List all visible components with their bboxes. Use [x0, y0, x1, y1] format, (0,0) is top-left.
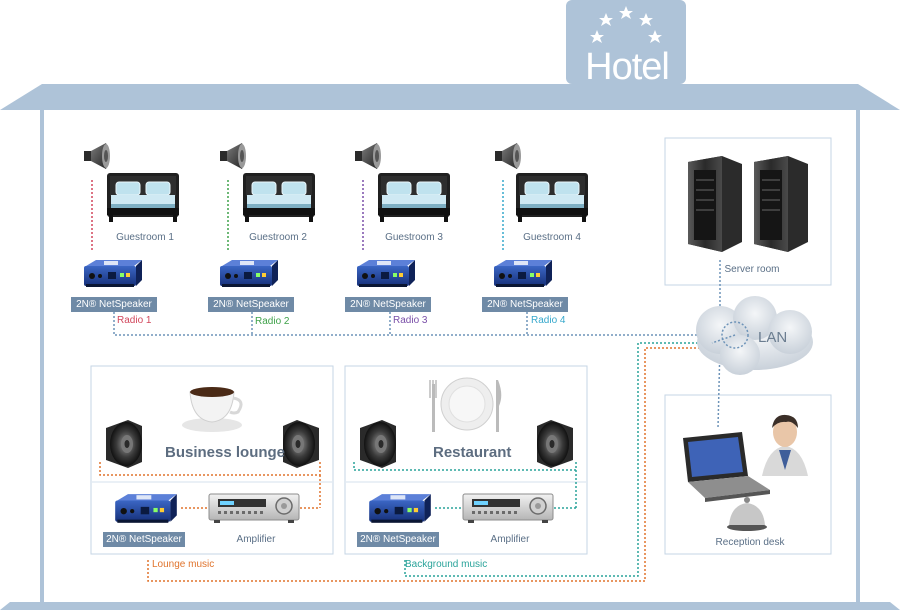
laptop-icon — [683, 432, 770, 502]
netspeaker-device-icon — [220, 260, 278, 287]
lan-cloud-icon — [696, 296, 813, 375]
netspeaker-device-icon — [369, 494, 431, 523]
radio-1-label: Radio 1 — [117, 315, 152, 326]
bed-icon — [242, 172, 316, 223]
netspeaker-label: 2N® NetSpeaker — [345, 297, 431, 312]
background-music-label: Background music — [405, 559, 488, 570]
server-rack-icon — [688, 156, 742, 252]
server-rack-icon — [754, 156, 808, 252]
lounge-amplifier-label: Amplifier — [236, 534, 276, 545]
lounge-netspeaker-label: 2N® NetSpeaker — [103, 532, 185, 547]
speaker-icon — [495, 143, 521, 169]
right-wall — [856, 110, 860, 604]
amplifier-icon — [208, 493, 300, 524]
lan-label: LAN — [758, 329, 788, 346]
loudspeaker-icon — [106, 420, 142, 468]
bell-icon — [727, 497, 767, 531]
server-room-label: Server room — [724, 264, 780, 275]
netspeaker-label: 2N® NetSpeaker — [482, 297, 568, 312]
guestroom-1-label: Guestroom 1 — [116, 232, 174, 243]
speaker-icon — [84, 143, 110, 169]
coffee-cup-icon — [182, 387, 243, 432]
lounge-music-label: Lounge music — [152, 559, 215, 570]
bed-icon — [106, 172, 180, 223]
star-icon — [648, 30, 662, 43]
restaurant-speaker-wire — [353, 462, 577, 471]
bed-icon — [377, 172, 451, 223]
hotel-title: Hotel — [585, 46, 670, 88]
star-icon — [619, 6, 633, 19]
receptionist-icon — [762, 414, 808, 476]
restaurant-title: Restaurant — [433, 444, 512, 461]
plate-icon — [429, 377, 502, 432]
floor — [0, 602, 900, 610]
left-wall — [40, 110, 44, 604]
roof — [0, 84, 900, 110]
amplifier-icon — [462, 493, 554, 524]
guestroom-4-label: Guestroom 4 — [523, 232, 581, 243]
star-rating — [590, 6, 662, 43]
guestroom-3-label: Guestroom 3 — [385, 232, 443, 243]
netspeaker-device-icon — [357, 260, 415, 287]
star-icon — [599, 13, 613, 26]
speaker-icon — [355, 143, 381, 169]
restaurant-netspeaker-label: 2N® NetSpeaker — [357, 532, 439, 547]
netspeaker-label: 2N® NetSpeaker — [71, 297, 157, 312]
radio-3-label: Radio 3 — [393, 315, 428, 326]
netspeaker-device-icon — [494, 260, 552, 287]
radio-4-label: Radio 4 — [531, 315, 566, 326]
background-music-wire — [404, 342, 712, 577]
star-icon — [639, 13, 653, 26]
netspeaker-label: 2N® NetSpeaker — [208, 297, 294, 312]
bed-icon — [515, 172, 589, 223]
guestroom-2-label: Guestroom 2 — [249, 232, 307, 243]
netspeaker-device-icon — [115, 494, 177, 523]
loudspeaker-icon — [537, 420, 573, 468]
loudspeaker-icon — [360, 420, 396, 468]
speaker-icon — [220, 143, 246, 169]
reception-desk-label: Reception desk — [715, 537, 785, 548]
netspeaker-device-icon — [84, 260, 142, 287]
hotel-sign — [566, 0, 686, 84]
restaurant-amplifier-label: Amplifier — [490, 534, 530, 545]
business-lounge-title: Business lounge — [165, 444, 286, 461]
star-icon — [590, 30, 604, 43]
loudspeaker-icon — [283, 420, 319, 468]
lounge-music-wire — [147, 347, 712, 582]
radio-2-label: Radio 2 — [255, 316, 290, 327]
radio-bus — [113, 312, 735, 336]
